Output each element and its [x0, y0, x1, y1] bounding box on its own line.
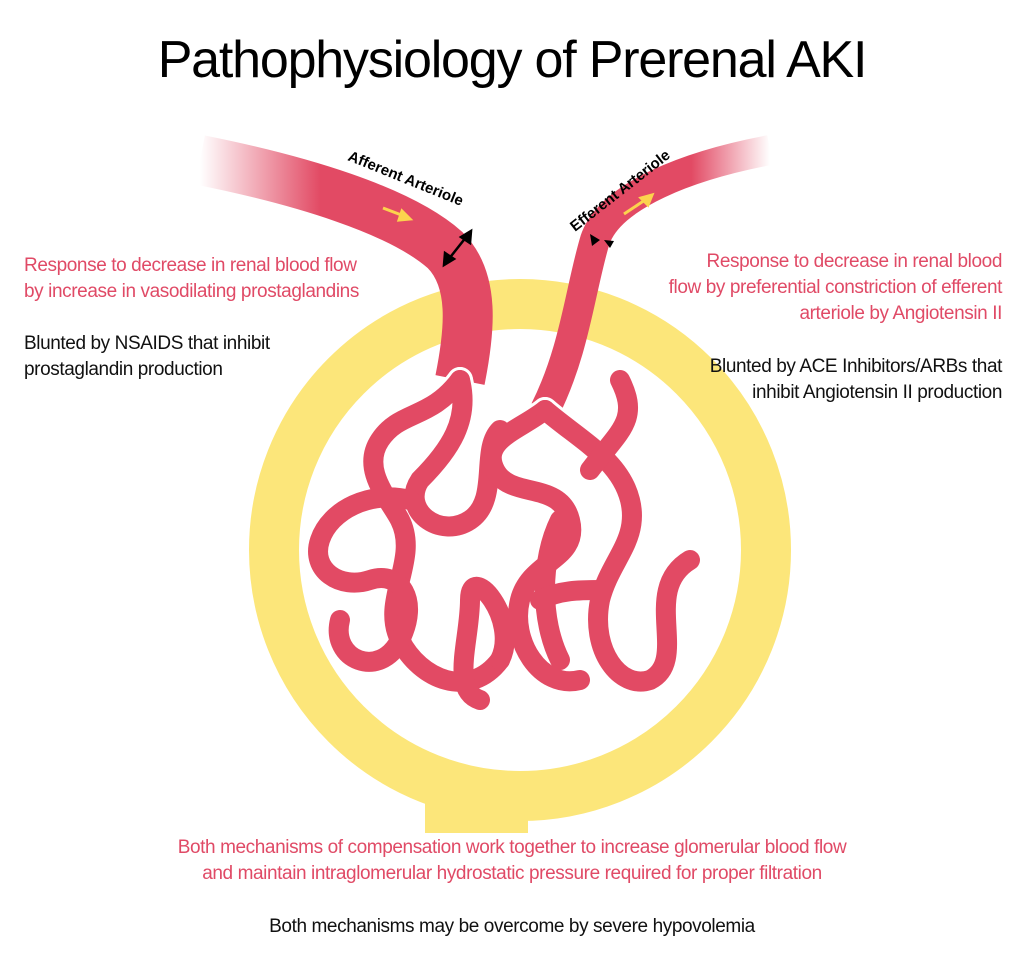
constriction-arrow-icon [590, 234, 614, 248]
right-blunted-line-1: Blunted by ACE Inhibitors/ARBs that [709, 356, 1003, 377]
flow-arrow-icon [382, 206, 414, 222]
right-response-line-1: Response to decrease in renal blood [706, 251, 1003, 272]
afferent-arteriole [195, 135, 493, 385]
bottom-summary-line-2: and maintain intraglomerular hydrostatic… [202, 863, 822, 884]
left-response-line-2: by increase in vasodilating prostaglandi… [24, 281, 359, 302]
capillary-tuft [305, 367, 703, 713]
right-response-line-2: flow by preferential constriction of eff… [668, 277, 1003, 298]
left-blunted-line-1: Blunted by NSAIDS that inhibit [24, 333, 270, 354]
page-title: Pathophysiology of Prerenal AKI [157, 31, 868, 89]
bowman-capsule [249, 279, 791, 821]
left-response-line-1: Response to decrease in renal blood flow [24, 255, 357, 276]
flow-arrow-icon [623, 192, 655, 216]
left-blunted-line-2: prostaglandin production [24, 359, 223, 380]
dilation-arrow-icon [442, 228, 473, 268]
bottom-note: Both mechanisms may be overcome by sever… [269, 916, 755, 937]
right-blunted-line-2: inhibit Angiotensin II production [752, 382, 1002, 403]
right-response-line-3: arteriole by Angiotensin II [799, 303, 1002, 324]
bottom-summary-line-1: Both mechanisms of compensation work tog… [177, 837, 847, 858]
